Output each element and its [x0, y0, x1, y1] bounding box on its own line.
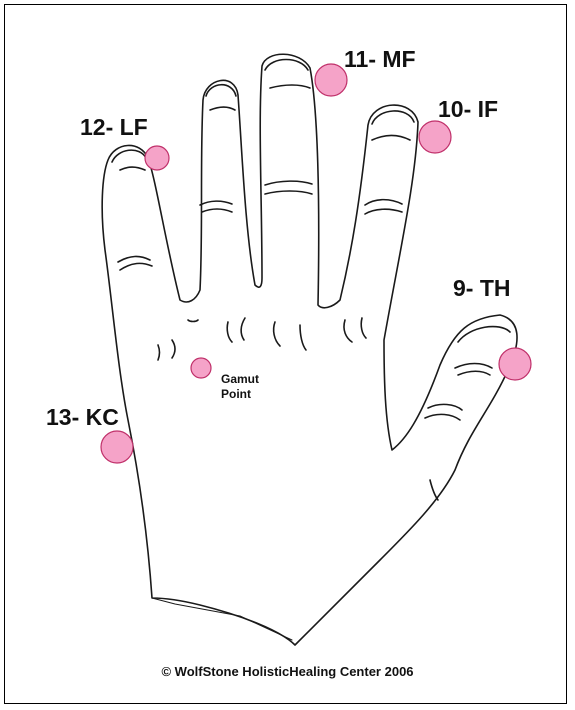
mf-point-dot — [315, 64, 347, 96]
gamut-line-2: Point — [221, 387, 259, 402]
copyright-text: © WolfStone HolisticHealing Center 2006 — [0, 664, 575, 679]
lf-point-dot — [145, 146, 169, 170]
hand-outline — [102, 54, 517, 645]
if-point-dot — [419, 121, 451, 153]
label-kc: 13- KC — [46, 406, 119, 429]
label-mf: 11- MF — [344, 48, 416, 71]
label-if: 10- IF — [438, 98, 498, 121]
gamut-point-dot — [191, 358, 211, 378]
kc-point-dot — [101, 431, 133, 463]
gamut-line-1: Gamut — [221, 372, 259, 387]
label-lf: 12- LF — [80, 116, 148, 139]
label-th: 9- TH — [453, 277, 511, 300]
gamut-point-label: Gamut Point — [221, 372, 259, 402]
th-point-dot — [499, 348, 531, 380]
